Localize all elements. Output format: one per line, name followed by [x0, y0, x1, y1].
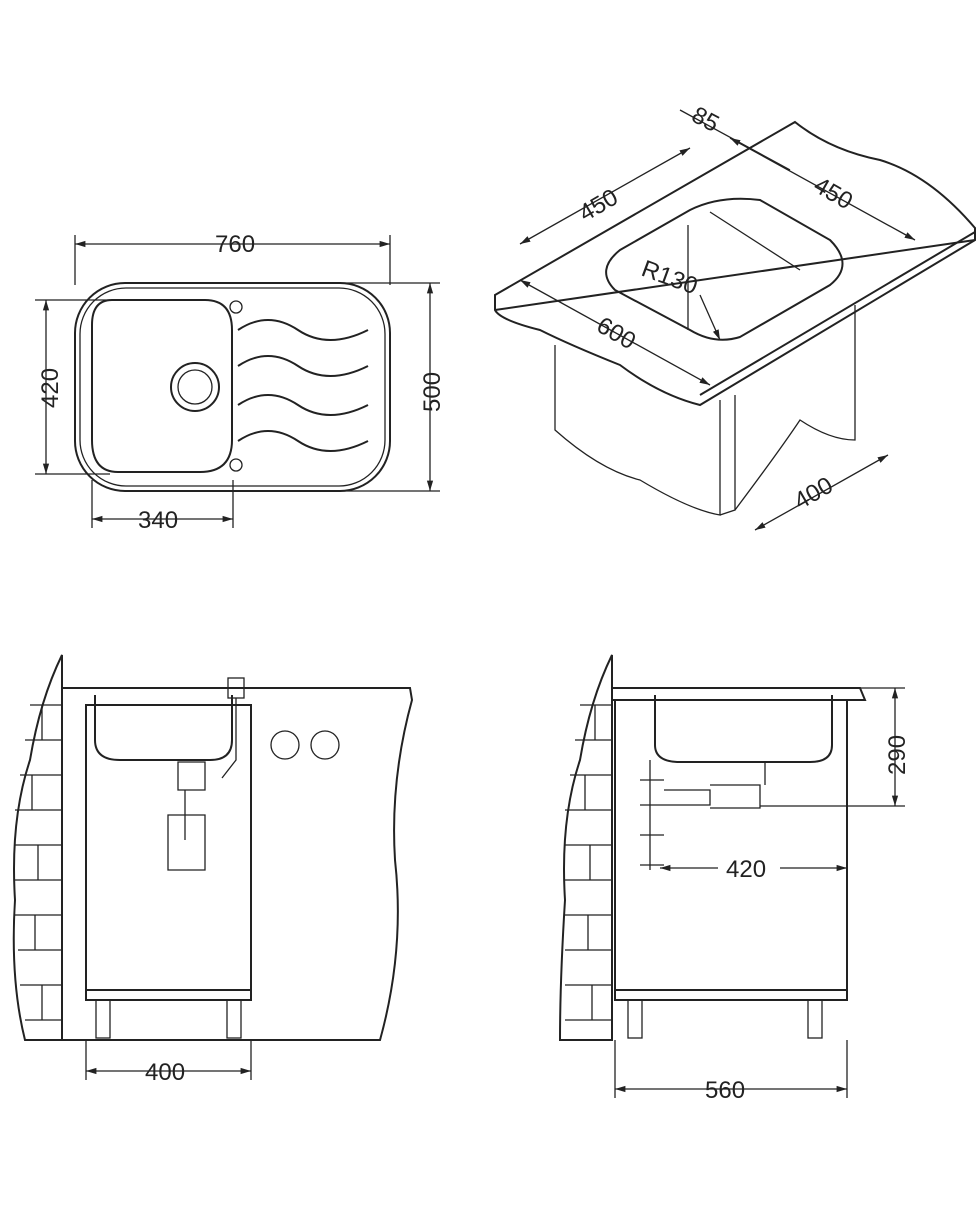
drainboard-ribs-icon	[237, 319, 369, 452]
dim-600: 600	[592, 312, 640, 355]
dim-760: 760	[215, 231, 255, 258]
dim-500: 500	[419, 372, 446, 412]
cabinet-isometric-view: 450 450 85 600 R130 400	[494, 101, 976, 531]
dim-290: 290	[884, 735, 911, 775]
side-view: 290 420 560	[558, 654, 911, 1104]
front-view: 400	[12, 654, 414, 1086]
dim-340: 340	[138, 507, 178, 534]
top-view: 760 420 500 340	[35, 231, 446, 534]
dim-450-right: 450	[809, 172, 857, 215]
dim-400-iso: 400	[790, 472, 838, 515]
dim-420-side: 420	[726, 856, 766, 883]
dim-r130: R130	[638, 255, 701, 300]
dim-560: 560	[705, 1077, 745, 1104]
dim-420: 420	[37, 368, 64, 408]
dim-85: 85	[687, 101, 723, 137]
dim-400-front: 400	[145, 1059, 185, 1086]
